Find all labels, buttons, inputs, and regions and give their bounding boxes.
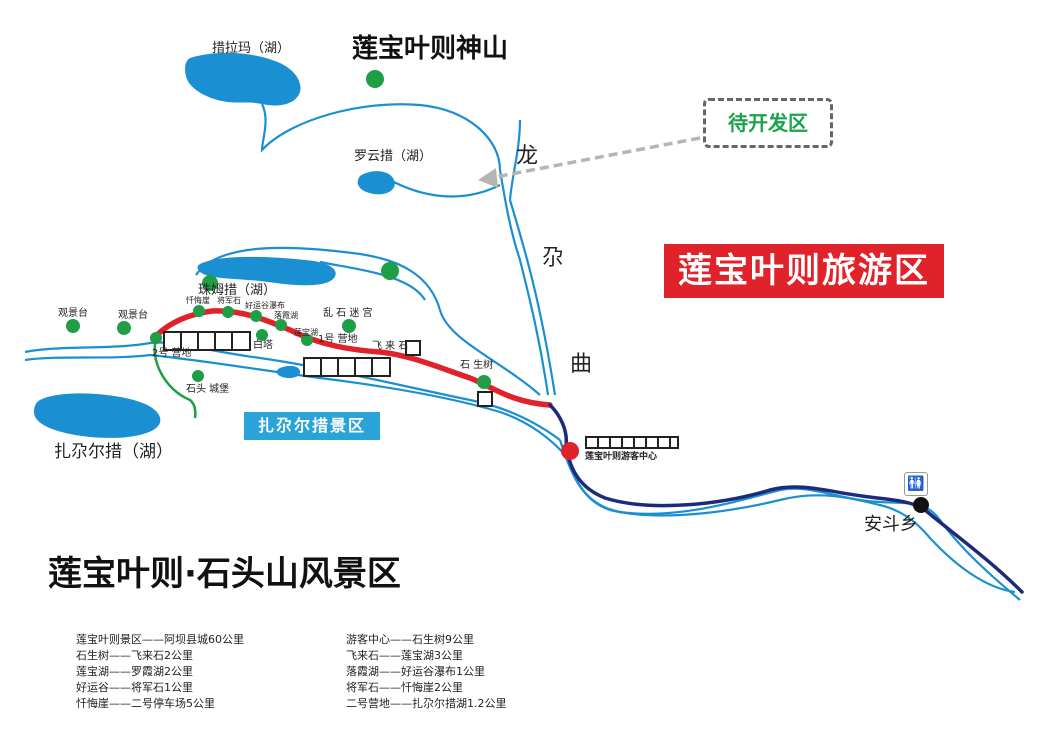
distance-item: 忏悔崖——二号停车场5公里	[76, 697, 215, 710]
trail-green	[153, 339, 197, 419]
point-erhao-camp: 2号 营地	[152, 348, 192, 359]
river-char-qu: 曲	[570, 352, 593, 377]
distance-item: 游客中心——石生树9公里	[346, 633, 474, 646]
lake-zhumucuo	[197, 256, 336, 286]
point-yihao-camp: 1号 营地	[318, 334, 358, 345]
river-char-long: 龙	[516, 144, 539, 169]
distances-left: 莲宝叶则景区——阿坝县城60公里 石生树——飞来石2公里 莲宝湖——罗霞湖2公里…	[76, 632, 244, 712]
lake-label-luoyuncuo: 罗云措（湖）	[354, 149, 433, 164]
point-luanshi: 乱 石 迷 宫	[323, 308, 373, 319]
distance-item: 飞来石——莲宝湖3公里	[346, 649, 463, 662]
distance-item: 莲宝叶则景区——阿坝县城60公里	[76, 633, 244, 646]
distance-item: 落霞湖——好运谷瀑布1公里	[346, 665, 485, 678]
scenic-area-title: 莲宝叶则·石头山风景区	[48, 554, 401, 594]
tourism-zone-box: 莲宝叶则旅游区	[664, 244, 944, 298]
point-guanjingtai-1: 观景台	[58, 308, 88, 319]
zhaer-zone-box: 扎尕尔措景区	[244, 412, 381, 440]
visitor-center-dot	[561, 442, 579, 460]
distance-item: 将军石——忏悔崖2公里	[346, 681, 463, 694]
lake-luoyuncuo	[357, 171, 395, 195]
river-network	[24, 103, 1021, 601]
river-char-ga: 尕	[542, 246, 565, 271]
green-points	[66, 70, 491, 389]
point-shishengshu: 石 生树	[460, 360, 494, 371]
lake-zhaercuo	[34, 393, 161, 438]
lake-label-cuolama: 措拉玛（湖）	[212, 41, 291, 56]
distances-right: 游客中心——石生树9公里 飞来石——莲宝湖3公里 落霞湖——好运谷瀑布1公里 将…	[346, 632, 507, 712]
point-luoxiahu: 落霞湖	[274, 311, 298, 320]
lake-label-zhaercuo: 扎尕尔措（湖）	[54, 442, 173, 462]
point-andouxiang: 安斗乡	[864, 514, 918, 535]
point-baita: 白塔	[253, 340, 273, 351]
andouxiang-dot	[913, 497, 929, 513]
point-jiangjunshi: 将军石	[217, 296, 241, 305]
point-haoyungu: 好运谷瀑布	[245, 301, 285, 310]
distance-item: 二号营地——扎尕尔措湖1.2公里	[346, 697, 507, 710]
point-feilaishi: 飞 来 石	[372, 341, 409, 352]
point-guanjingtai-2: 观景台	[118, 310, 148, 321]
point-visitor-center: 莲宝叶则游客中心	[585, 452, 658, 462]
point-chuihuiya: 忏悔崖	[186, 296, 210, 305]
point-shitou: 石头 城堡	[186, 384, 230, 395]
camp-boxes	[163, 331, 679, 449]
toilet-icon: 🚻	[904, 472, 928, 496]
pending-arrow-head	[478, 168, 498, 188]
pending-arrow-line	[489, 136, 701, 180]
lake-label-zhumucuo: 珠姆措（湖）	[198, 283, 277, 298]
lake-cuolama	[185, 52, 301, 106]
pending-zone-box: 待开发区	[703, 98, 833, 148]
distance-item: 莲宝湖——罗霞湖2公里	[76, 665, 193, 678]
mountain-title: 莲宝叶则神山	[352, 34, 509, 64]
distance-item: 好运谷——将军石1公里	[76, 681, 193, 694]
distance-item: 石生树——飞来石2公里	[76, 649, 193, 662]
point-lianbaohu: 莲宝湖	[294, 328, 318, 337]
